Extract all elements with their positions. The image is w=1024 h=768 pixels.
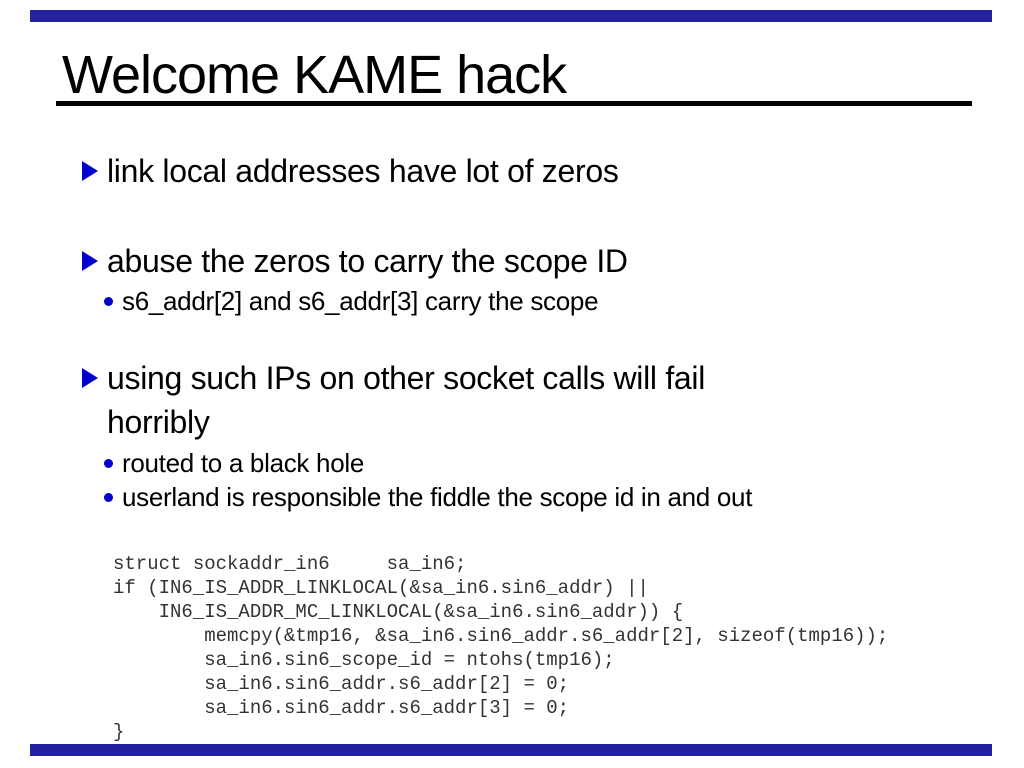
title-underline [56,101,972,106]
bullet-item-3-continuation: horribly [107,402,210,442]
bullet-text-continuation: horribly [107,404,210,440]
dot-bullet-icon [104,296,113,306]
code-line: struct sockaddr_in6 sa_in6; [113,553,467,575]
sub-bullet-text: s6_addr[2] and s6_addr[3] carry the scop… [122,286,599,316]
sub-bullet-item-3-2: userland is responsible the fiddle the s… [104,481,752,513]
code-line: sa_in6.sin6_scope_id = ntohs(tmp16); [113,649,615,671]
bullet-item-2: abuse the zeros to carry the scope ID [82,241,628,281]
bottom-decoration-bar [30,744,992,756]
bullet-text: using such IPs on other socket calls wil… [107,360,706,396]
code-line: if (IN6_IS_ADDR_LINKLOCAL(&sa_in6.sin6_a… [113,577,649,599]
sub-bullet-item-2-1: s6_addr[2] and s6_addr[3] carry the scop… [104,285,599,317]
dot-bullet-icon [104,458,113,468]
code-line: memcpy(&tmp16, &sa_in6.sin6_addr.s6_addr… [113,625,889,647]
code-block: struct sockaddr_in6 sa_in6;if (IN6_IS_AD… [113,552,888,744]
sub-bullet-item-3-1: routed to a black hole [104,447,364,479]
code-line: IN6_IS_ADDR_MC_LINKLOCAL(&sa_in6.sin6_ad… [113,601,684,623]
sub-bullet-text: userland is responsible the fiddle the s… [122,482,753,512]
bullet-item-3: using such IPs on other socket calls wil… [82,358,705,398]
triangle-bullet-icon [82,161,98,181]
bullet-text: abuse the zeros to carry the scope ID [107,243,628,279]
top-decoration-bar [30,10,992,22]
code-line: } [113,721,125,743]
bullet-item-1: link local addresses have lot of zeros [82,151,619,191]
code-line: sa_in6.sin6_addr.s6_addr[2] = 0; [113,673,570,695]
dot-bullet-icon [104,492,113,502]
slide-title: Welcome KAME hack [62,45,567,105]
triangle-bullet-icon [82,251,98,271]
bullet-text: link local addresses have lot of zeros [107,153,619,189]
code-line: sa_in6.sin6_addr.s6_addr[3] = 0; [113,697,570,719]
triangle-bullet-icon [82,368,98,388]
sub-bullet-text: routed to a black hole [122,448,365,478]
